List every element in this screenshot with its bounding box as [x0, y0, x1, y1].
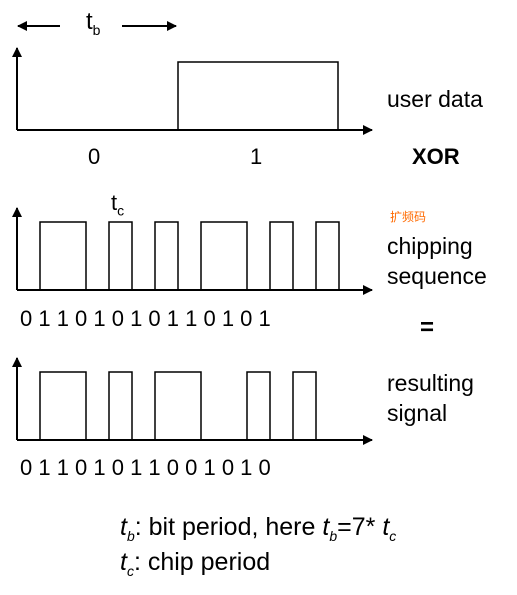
chipping-label-line2: sequence: [387, 263, 487, 289]
chipping-bits: 0 1 1 0 1 0 1 0 1 1 0 1 0 1: [20, 306, 271, 331]
chipping-plot: [12, 207, 373, 295]
tc-label: tc: [111, 190, 125, 219]
xor-operator: XOR: [412, 144, 460, 169]
user-data-plot: [12, 47, 373, 135]
tb-label: tb: [86, 8, 101, 38]
handwritten-note: 扩频码: [390, 210, 427, 224]
result-label-line2: signal: [387, 400, 448, 426]
result-plot: [12, 357, 373, 445]
legend-line-1: tb: bit period, here tb=7* tc: [120, 513, 397, 544]
result-label-line1: resulting: [387, 370, 474, 396]
chipping-waveform: [17, 221, 340, 291]
result-bits: 0 1 1 0 1 0 1 1 0 0 1 0 1 0: [20, 455, 271, 480]
result-waveform: [17, 371, 317, 441]
legend-line-2: tc: chip period: [120, 548, 271, 579]
user-bit-0: 0: [88, 144, 101, 169]
user-data-label: user data: [387, 86, 483, 112]
chipping-label-line1: chipping: [387, 233, 473, 259]
user-data-waveform: [17, 61, 339, 131]
equals-operator: =: [420, 314, 435, 341]
user-bit-1: 1: [250, 144, 263, 169]
